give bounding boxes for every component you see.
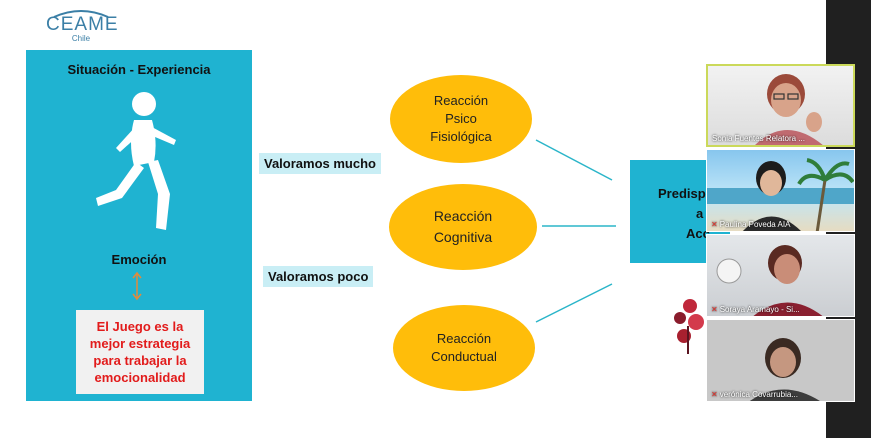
participant-avatar-icon [716, 245, 823, 316]
reaction-cognitive: Reacción Cognitiva [389, 184, 537, 270]
participant-name: ✕Soraya Aramayo - Si... [711, 305, 800, 314]
play-line: El Juego es la [96, 319, 184, 334]
ceame-logo: CEAME Chile [46, 8, 126, 44]
participant-name-text: Soraya Aramayo - Si... [719, 305, 800, 314]
predisposition-line: a [696, 206, 704, 221]
video-gallery: Sonia Fuentes Relatora ... ✕Paulina Pove… [706, 64, 855, 402]
reaction-behavioral: Reacción Conductual [393, 305, 535, 391]
mic-muted-icon: ✕ [711, 220, 718, 229]
play-line: mejor estrategia [89, 336, 191, 351]
participant-name: ✕verónica Covarrubia... [711, 390, 798, 399]
play-strategy-box: El Juego es la mejor estrategia para tra… [76, 310, 204, 394]
mic-muted-icon: ✕ [711, 305, 718, 314]
play-line: emocionalidad [94, 370, 186, 385]
situation-panel: Situación - Experiencia Emoción El Juego… [26, 50, 252, 401]
participant-tile[interactable]: ✕Soraya Aramayo - Si... [706, 234, 855, 317]
participant-name-text: Paulina Poveda AIA [719, 220, 791, 229]
running-child-icon [96, 92, 176, 230]
logo-name: CEAME [46, 14, 119, 35]
value-little-label: Valoramos poco [263, 266, 374, 287]
participant-name-text: verónica Covarrubia... [719, 390, 798, 399]
reaction-line: Psico [445, 111, 477, 126]
participant-avatar-icon [707, 320, 854, 401]
predisposition-line: Predisp [658, 186, 706, 201]
reaction-line: Cognitiva [433, 229, 493, 245]
reaction-line: Reacción [436, 331, 492, 346]
participant-name: ✕Paulina Poveda AIA [711, 220, 790, 229]
predisposition-line: Acc [686, 226, 710, 241]
connector-lines [535, 139, 616, 323]
participant-name: Sonia Fuentes Relatora ... [712, 134, 805, 143]
beach-background-icon [707, 158, 854, 231]
logo-subtitle: Chile [71, 34, 91, 43]
double-arrow-icon [132, 271, 142, 301]
emotion-label: Emoción [111, 252, 167, 267]
play-line: para trabajar la [93, 353, 187, 368]
presentation-slide: CEAME Chile Situación - Experiencia Emoc… [0, 0, 826, 438]
reaction-line: Reacción [433, 93, 489, 108]
participant-tile[interactable]: ✕Paulina Poveda AIA [706, 149, 855, 232]
mic-muted-icon: ✕ [711, 390, 718, 399]
reaction-line: Reacción [433, 208, 493, 224]
logo-arc-icon [53, 10, 109, 18]
decorative-figure-icon [674, 299, 704, 354]
reaction-line: Fisiológica [430, 129, 492, 144]
participant-tile[interactable]: Sonia Fuentes Relatora ... [706, 64, 855, 147]
reaction-line: Conductual [431, 349, 497, 364]
reaction-physiological: Reacción Psico Fisiológica [390, 75, 532, 163]
participant-avatar-icon [755, 74, 823, 145]
panel-title: Situación - Experiencia [67, 62, 211, 77]
value-much-label: Valoramos mucho [259, 153, 381, 174]
participant-tile[interactable]: ✕verónica Covarrubia... [706, 319, 855, 402]
